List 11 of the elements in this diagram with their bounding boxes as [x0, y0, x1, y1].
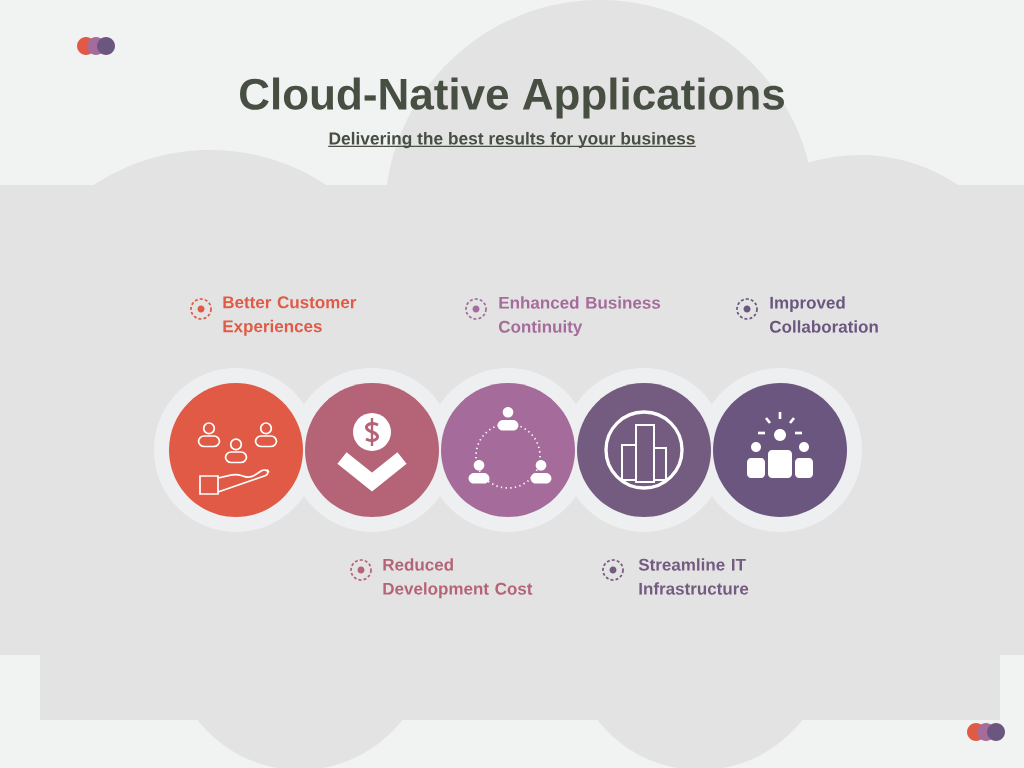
title: Cloud-Native Applications: [240, 77, 784, 119]
benefit-label: Enhanced Business Continuity: [498, 296, 661, 337]
icon-circle: [441, 383, 575, 517]
icon-circle: [577, 383, 711, 517]
icon-circle: [169, 383, 303, 517]
benefit-label: Reduced Development Cost: [383, 558, 533, 599]
benefit-label: Better Customer Experiences: [223, 296, 357, 336]
benefit-label: Streamline IT Infrastructure: [638, 558, 749, 595]
benefit-label: Improved Collaboration: [769, 296, 878, 333]
icon-circle: [305, 383, 439, 517]
subtitle: Delivering the best results for your business: [327, 131, 697, 149]
